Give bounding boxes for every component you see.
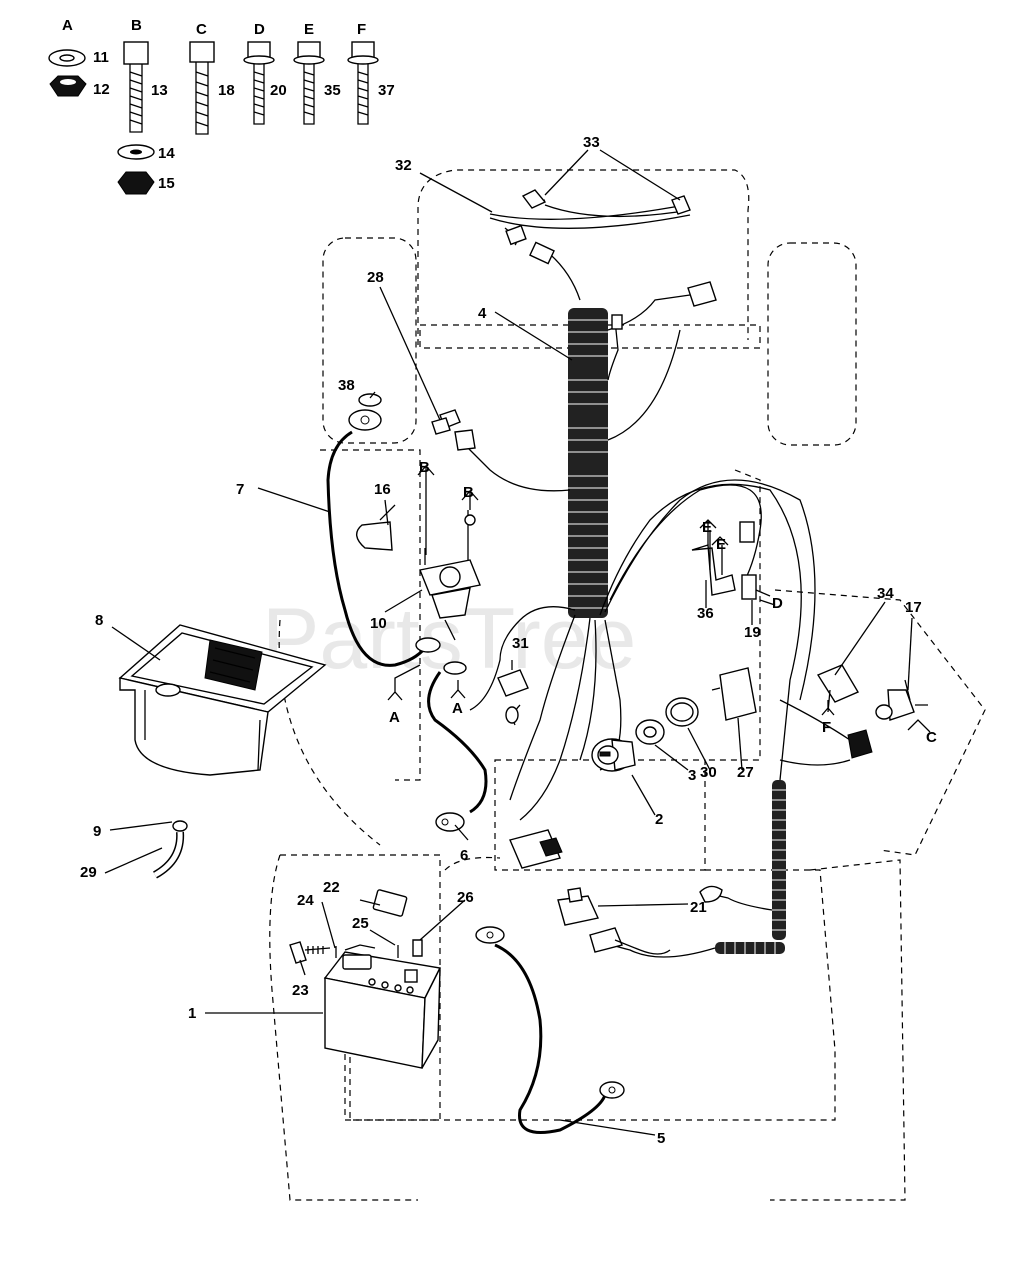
connector-markers [387,465,931,733]
callout-17: 17 [905,599,922,616]
leader-lines [104,149,913,1136]
callout-20: 20 [270,82,287,99]
callout-9: 9 [93,823,101,840]
callout-28: 28 [367,269,384,286]
callout-22: 22 [323,879,340,896]
bracket-36 [691,530,736,596]
callout-5: 5 [657,1130,665,1147]
callout-30: 30 [700,764,717,781]
hardware-letter-c: C [196,21,207,38]
callout-25: 25 [352,915,369,932]
hardware-letter-a: A [62,17,73,34]
callout-16: 16 [374,481,391,498]
callout-10: 10 [370,615,387,632]
connector-letter-f: F [822,719,831,736]
battery-cable-6 [427,661,488,832]
hardware-letter-e: E [304,21,314,38]
battery-cable-5 [475,926,625,1134]
callout-32: 32 [395,157,412,174]
callout-11: 11 [93,49,109,66]
module-27 [711,667,757,721]
connector-letter-c: C [926,729,937,746]
connector-letter-b-left: B [419,459,430,476]
callout-34: 34 [877,585,894,602]
callout-35: 35 [324,82,341,99]
callout-14: 14 [158,145,175,162]
connector-letter-e-lower: E [716,536,726,553]
callout-27: 27 [737,764,754,781]
callout-4: 4 [478,305,487,322]
bracket-34 [816,664,860,713]
part-9-clip [172,820,188,832]
callout-13: 13 [151,82,168,99]
connector-letter-a-right: A [452,700,463,717]
callout-24: 24 [297,892,314,909]
callout-8: 8 [95,612,103,629]
connector-letter-b-right: B [463,484,474,501]
callout-37: 37 [378,82,395,99]
callout-23: 23 [292,982,309,999]
connector-letter-e-upper: E [702,519,712,536]
ring-30 [665,697,699,727]
callout-15: 15 [158,175,175,192]
callout-38: 38 [338,377,355,394]
connector-31 [497,669,529,726]
switch-17-plug [847,729,873,759]
callout-6: 6 [460,847,468,864]
callout-19: 19 [744,624,761,641]
callout-26: 26 [457,889,474,906]
ground-cable-7 [326,409,441,667]
ignition-switch-2 [591,738,636,772]
part-26-boot [412,939,423,957]
battery-1 [323,951,442,1069]
callout-3: 3 [688,767,696,784]
battery-box-8 [118,624,327,776]
part-38-washer [358,393,382,407]
callout-2: 2 [655,811,663,828]
callout-29: 29 [80,864,97,881]
callout-21: 21 [690,899,707,916]
switch-17 [875,679,928,721]
callout-31: 31 [512,635,529,652]
nut-3 [635,719,665,745]
connector-letter-a-left: A [389,709,400,726]
callout-1: 1 [188,1005,196,1022]
part-24-screw [304,946,331,954]
callout-18: 18 [218,82,235,99]
callout-7: 7 [236,481,244,498]
connector-letter-d: D [772,595,783,612]
harness-conduit [568,308,608,618]
part-23-bolt [289,941,307,964]
hardware-letter-f: F [357,21,366,38]
part-25-nut [335,945,399,958]
hardware-letter-d: D [254,21,265,38]
part-28-connector [431,417,451,435]
callout-36: 36 [697,605,714,622]
switch-19 [739,521,771,600]
callout-12: 12 [93,81,110,98]
part-22-terminal-cover [372,889,408,917]
wiring-harness [439,189,851,958]
hardware-group [48,41,379,195]
starter-solenoid-10 [356,504,481,641]
harness-plug [509,829,563,869]
hardware-letter-b: B [131,17,142,34]
callout-33: 33 [583,134,600,151]
switch-21 [557,887,671,955]
